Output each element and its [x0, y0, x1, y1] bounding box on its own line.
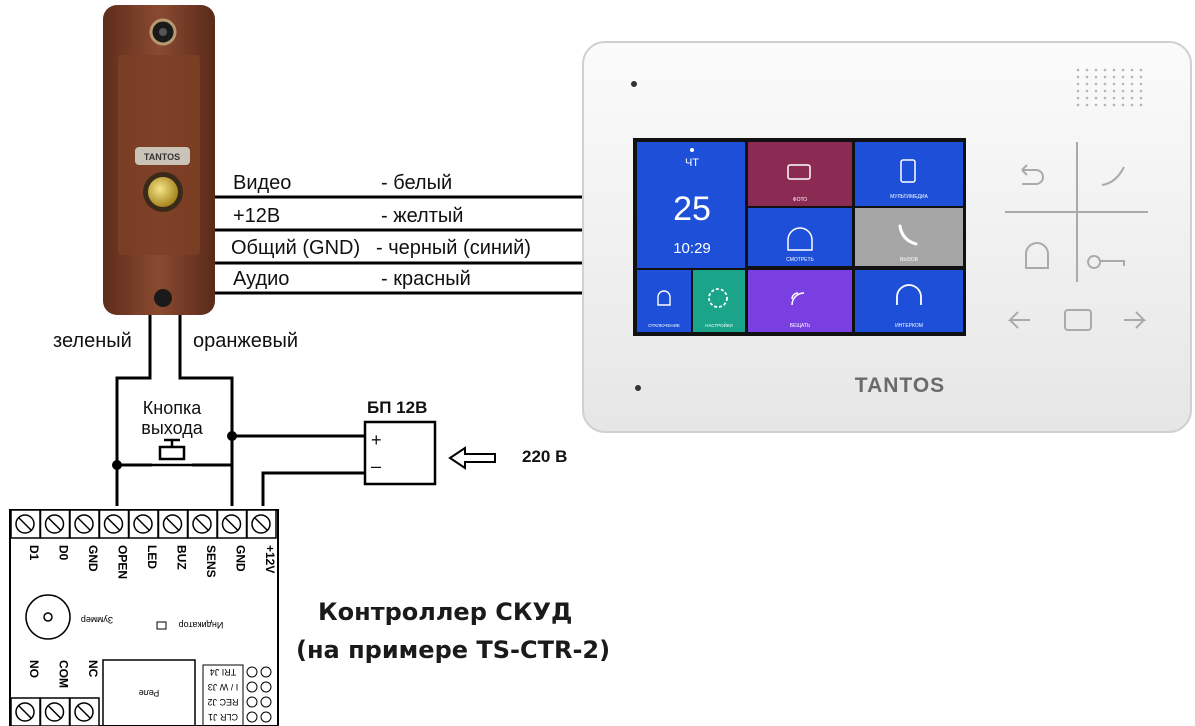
terminal-label: LED: [145, 545, 159, 569]
jumper-label: TRI J4: [210, 667, 237, 677]
wire-audio-color: - красный: [381, 268, 471, 290]
tile-broadcast-label: ВЕЩАТЬ: [790, 323, 811, 329]
tile-watch-label: СМОТРЕТЬ: [786, 257, 814, 263]
mute-bell-icon: [657, 290, 671, 306]
arrow-right-icon: [1124, 311, 1147, 329]
monitor-screen: [637, 142, 963, 332]
indicator-label: Индикатор: [179, 620, 224, 630]
terminal-label: SENS: [204, 545, 218, 578]
screen-time: 10:29: [673, 240, 711, 257]
buzzer-icon: [25, 594, 71, 640]
lock-wire-left-label: зеленый: [53, 330, 132, 352]
jumper-label: CLR J1: [208, 712, 238, 722]
settings-gear-icon: [708, 288, 728, 308]
wire-12v-color: - желтый: [381, 205, 464, 227]
camera-icon: [787, 164, 811, 180]
buzzer-label: Зуммер: [81, 615, 113, 625]
tile-call-label: ВЫЗОВ: [900, 257, 919, 263]
headphones-icon: [896, 284, 922, 305]
wire-junction: [227, 431, 237, 441]
key-icon: [1087, 255, 1125, 269]
video-wire: [215, 195, 582, 295]
psu-minus: –: [371, 456, 382, 476]
handset-icon: [1101, 166, 1125, 186]
exit-button-label: Кнопка выхода: [127, 398, 217, 438]
terminal-label: COM: [57, 660, 71, 688]
relay-label: Реле: [139, 688, 160, 698]
psu-box: [363, 420, 437, 486]
exit-button-label-line2: выхода: [141, 418, 203, 438]
wire-video-color: - белый: [381, 172, 453, 194]
doorbell-brand: TANTOS: [144, 152, 180, 162]
arrow-left-icon: [448, 446, 496, 470]
arrow-left-icon: [1007, 311, 1030, 329]
terminal-label: GND: [234, 545, 248, 572]
terminal-label: GND: [86, 545, 100, 572]
psu-title: БП 12В: [367, 398, 428, 417]
tile-mute-label: ОТКЛЮЧЕНИЕ: [648, 323, 680, 328]
indicator-led-icon: [156, 621, 167, 630]
tile-intercom-label: ИНТЕРКОМ: [895, 323, 923, 329]
speaker-grille: [1076, 68, 1143, 107]
terminal-label: OPEN: [116, 545, 130, 579]
relay-icon: [102, 659, 196, 726]
jumper-label: REC J2: [207, 697, 238, 707]
snapshot-camera-icon: [1064, 309, 1092, 331]
lock-wires: [115, 315, 365, 506]
screen-day: ЧТ: [685, 157, 699, 169]
monitor-buttons: [1005, 142, 1148, 331]
exit-button-symbol: [152, 438, 192, 467]
terminal-label: NC: [86, 660, 100, 678]
wire-12v-name: +12В: [233, 205, 281, 227]
terminal-label: BUZ: [175, 545, 189, 570]
terminal-label: NO: [27, 660, 41, 678]
tile-multimedia-label: МУЛЬТИМЕДИА: [890, 194, 928, 200]
controller-subtitle: (на примере TS-CTR-2): [296, 636, 611, 664]
psu-plus: +: [371, 430, 382, 450]
door-panel: [103, 5, 215, 315]
broadcast-icon: [791, 292, 805, 306]
terminal-label: D1: [27, 545, 41, 561]
monitor-brand: TANTOS: [855, 374, 945, 397]
wire-gnd-name: Общий (GND): [231, 237, 361, 259]
psu-input-label: 220 В: [522, 447, 568, 466]
wire-gnd-color: - черный (синий): [376, 237, 531, 259]
wire-audio-name: Аудио: [233, 268, 290, 290]
screen-date: 25: [673, 190, 711, 228]
bell-icon: [787, 227, 813, 251]
phone-icon: [898, 224, 918, 246]
back-icon: [1021, 164, 1044, 185]
exit-button-label-line1: Кнопка: [142, 398, 202, 418]
tile-photo-label: ФОТО: [793, 197, 808, 203]
terminal-label: D0: [57, 545, 71, 561]
controller-title: Контроллер СКУД: [318, 598, 573, 626]
wire-junction: [112, 460, 122, 470]
jumper-label: I / W J3: [208, 682, 239, 692]
terminal-label: +12V: [263, 545, 277, 573]
wire-video-name: Видео: [233, 172, 292, 194]
lock-wire-right-label: оранжевый: [193, 330, 299, 352]
controller-board: [9, 509, 279, 726]
person-icon: [1025, 242, 1049, 269]
media-player-icon: [900, 159, 916, 183]
tile-settings-label: НАСТРОЙКИ: [705, 321, 733, 328]
